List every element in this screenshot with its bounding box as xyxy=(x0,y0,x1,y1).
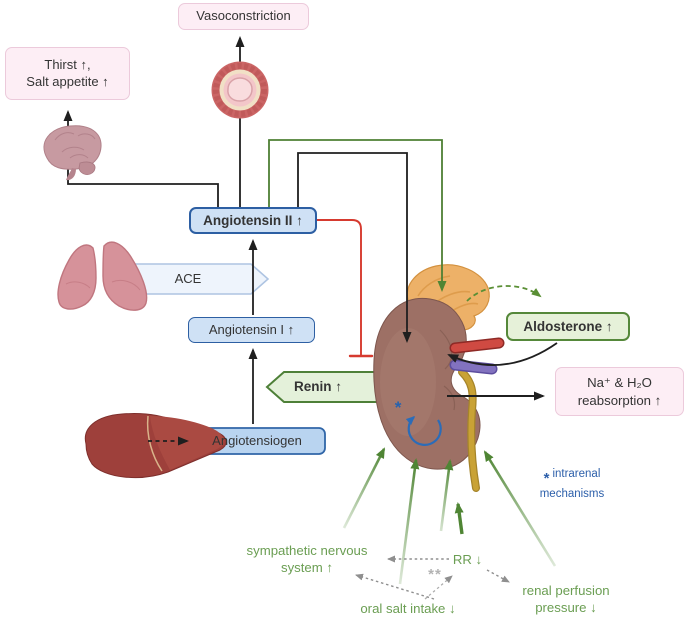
aldosterone-box: Aldosterone ↑ xyxy=(506,312,630,341)
double-star-text: ** xyxy=(428,566,442,583)
ace-label: ACE xyxy=(148,266,228,292)
renin-label: Renin ↑ xyxy=(272,374,364,400)
sympathetic-line2: system ↑ xyxy=(280,560,334,576)
stimulus-arrow-sympathetic xyxy=(342,447,386,529)
angiotensin-ii-label: Angiotensin II ↑ xyxy=(203,212,303,228)
renin-text: Renin ↑ xyxy=(293,379,342,395)
vasoconstriction-label: Vasoconstriction xyxy=(196,8,291,24)
kidney-star-marker: * xyxy=(390,397,406,419)
stimulus-arrow-oral-salt xyxy=(398,458,420,585)
stimulus-arrow-renal-perfusion xyxy=(483,450,557,567)
aldosterone-label: Aldosterone ↑ xyxy=(523,318,613,334)
na-h2o-reabsorption-box: Na⁺ & H₂O reabsorption ↑ xyxy=(555,367,684,416)
angiotensiogen-label: Angiotensiogen xyxy=(192,428,322,454)
angiotensiogen-text: Angiotensiogen xyxy=(212,432,302,448)
liver-icon xyxy=(84,413,227,479)
arrow-angii-to-adrenal xyxy=(268,139,447,292)
renal-perfusion-line1: renal perfusion xyxy=(522,583,610,598)
relation-salt-to-rr xyxy=(424,575,453,600)
arrow-adrenal-to-aldosterone xyxy=(466,285,542,302)
arrow-aldosterone-to-kidney xyxy=(447,342,558,366)
thirst-line2: Salt appetite ↑ xyxy=(26,73,109,89)
oral-salt-text: oral salt intake ↓ xyxy=(360,601,456,616)
na-h2o-line1: Na⁺ & H₂O xyxy=(587,375,652,391)
ace-text: ACE xyxy=(174,270,202,286)
angiotensin-ii-box: Angiotensin II ↑ xyxy=(189,207,317,234)
sympathetic-label: sympathetic nervous system ↑ xyxy=(236,542,378,576)
intrarenal-star: * xyxy=(543,470,550,487)
arrow-angii-to-kidney xyxy=(297,152,412,343)
kidney-star-text: * xyxy=(394,398,402,417)
oral-salt-label: oral salt intake ↓ xyxy=(348,600,468,617)
relation-rr-to-renal-perfusion xyxy=(486,569,510,583)
vasoconstriction-box: Vasoconstriction xyxy=(178,3,309,30)
angiotensin-i-label: Angiotensin I ↑ xyxy=(208,321,295,337)
blood-vessel-icon xyxy=(211,61,269,119)
sympathetic-line1: sympathetic nervous xyxy=(246,543,368,558)
intrarenal-note: * intrarenal mechanisms xyxy=(528,467,616,501)
na-h2o-line2: reabsorption ↑ xyxy=(577,392,662,408)
lungs-icon xyxy=(57,241,148,311)
renal-perfusion-line2: pressure ↓ xyxy=(535,600,597,616)
intrarenal-loop-arrow xyxy=(405,415,442,446)
inhibition-angii-to-renin xyxy=(317,219,374,358)
kidney-icon xyxy=(373,297,505,492)
stimulus-arrow-rr-short xyxy=(454,502,464,535)
renal-perfusion-label: renal perfusion pressure ↓ xyxy=(510,582,622,616)
intrarenal-word2: mechanisms xyxy=(539,487,605,500)
intrarenal-note-line1: * intrarenal xyxy=(544,467,601,487)
thirst-line1: Thirst ↑, xyxy=(44,56,91,72)
stimulus-arrow-rr-long xyxy=(439,459,454,532)
angiotensin-i-box: Angiotensin I ↑ xyxy=(188,317,315,343)
double-star-marker: ** xyxy=(421,565,449,585)
intrarenal-word1: intrarenal xyxy=(552,468,601,480)
thirst-box: Thirst ↑, Salt appetite ↑ xyxy=(5,47,130,100)
rr-text: RR ↓ xyxy=(452,552,483,567)
rr-label: RR ↓ xyxy=(445,551,490,568)
brain-icon xyxy=(43,125,102,181)
